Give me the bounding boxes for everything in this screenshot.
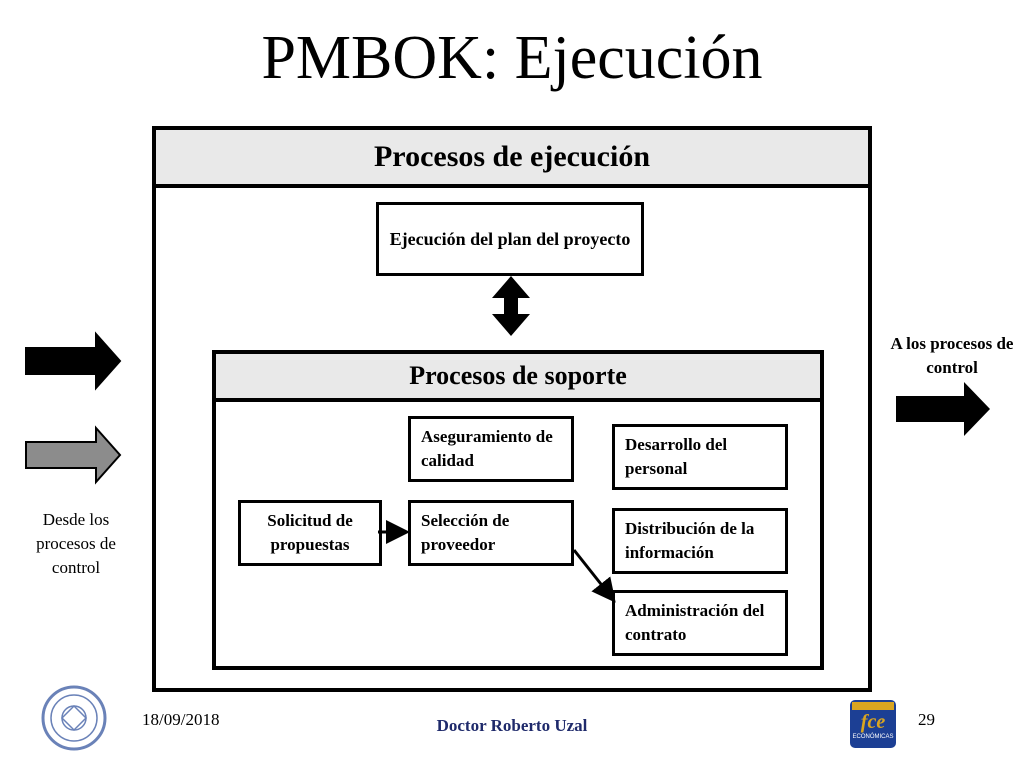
fce-logo-subtext: ECONÓMICAS bbox=[852, 734, 894, 740]
execution-processes-frame: Procesos de ejecución Ejecución del plan… bbox=[152, 126, 872, 692]
input-arrow-gray bbox=[25, 425, 122, 485]
supplier-selection-box: Selección de proveedor bbox=[408, 500, 574, 566]
bidirectional-arrow bbox=[492, 276, 530, 336]
slide-title: PMBOK: Ejecución bbox=[261, 24, 763, 92]
university-seal-icon bbox=[41, 685, 107, 751]
proposal-solicitation-box: Solicitud de propuestas bbox=[238, 500, 382, 566]
footer-date: 18/09/2018 bbox=[142, 710, 220, 729]
footer-author: Doctor Roberto Uzal bbox=[436, 716, 588, 735]
fce-logo-text: fce bbox=[860, 711, 886, 733]
footer-page-number: 29 bbox=[918, 710, 935, 729]
output-arrow bbox=[896, 382, 990, 436]
input-arrow-black bbox=[25, 331, 122, 391]
information-distribution-box: Distribución de la información bbox=[612, 508, 788, 574]
support-processes-header: Procesos de soporte bbox=[216, 354, 820, 402]
inputs-label: Desde los procesos de control bbox=[36, 510, 116, 577]
support-processes-frame: Procesos de soporte Aseguramiento de cal… bbox=[212, 350, 824, 670]
connector-supplier-to-contract bbox=[572, 549, 616, 603]
staff-development-box: Desarrollo del personal bbox=[612, 424, 788, 490]
contract-administration-box: Administración del contrato bbox=[612, 590, 788, 656]
execution-processes-header: Procesos de ejecución bbox=[156, 130, 868, 188]
project-plan-execution-box: Ejecución del plan del proyecto bbox=[376, 202, 644, 276]
outputs-label: A los procesos de control bbox=[890, 334, 1014, 377]
fce-logo-icon bbox=[850, 700, 896, 748]
quality-assurance-box: Aseguramiento de calidad bbox=[408, 416, 574, 482]
